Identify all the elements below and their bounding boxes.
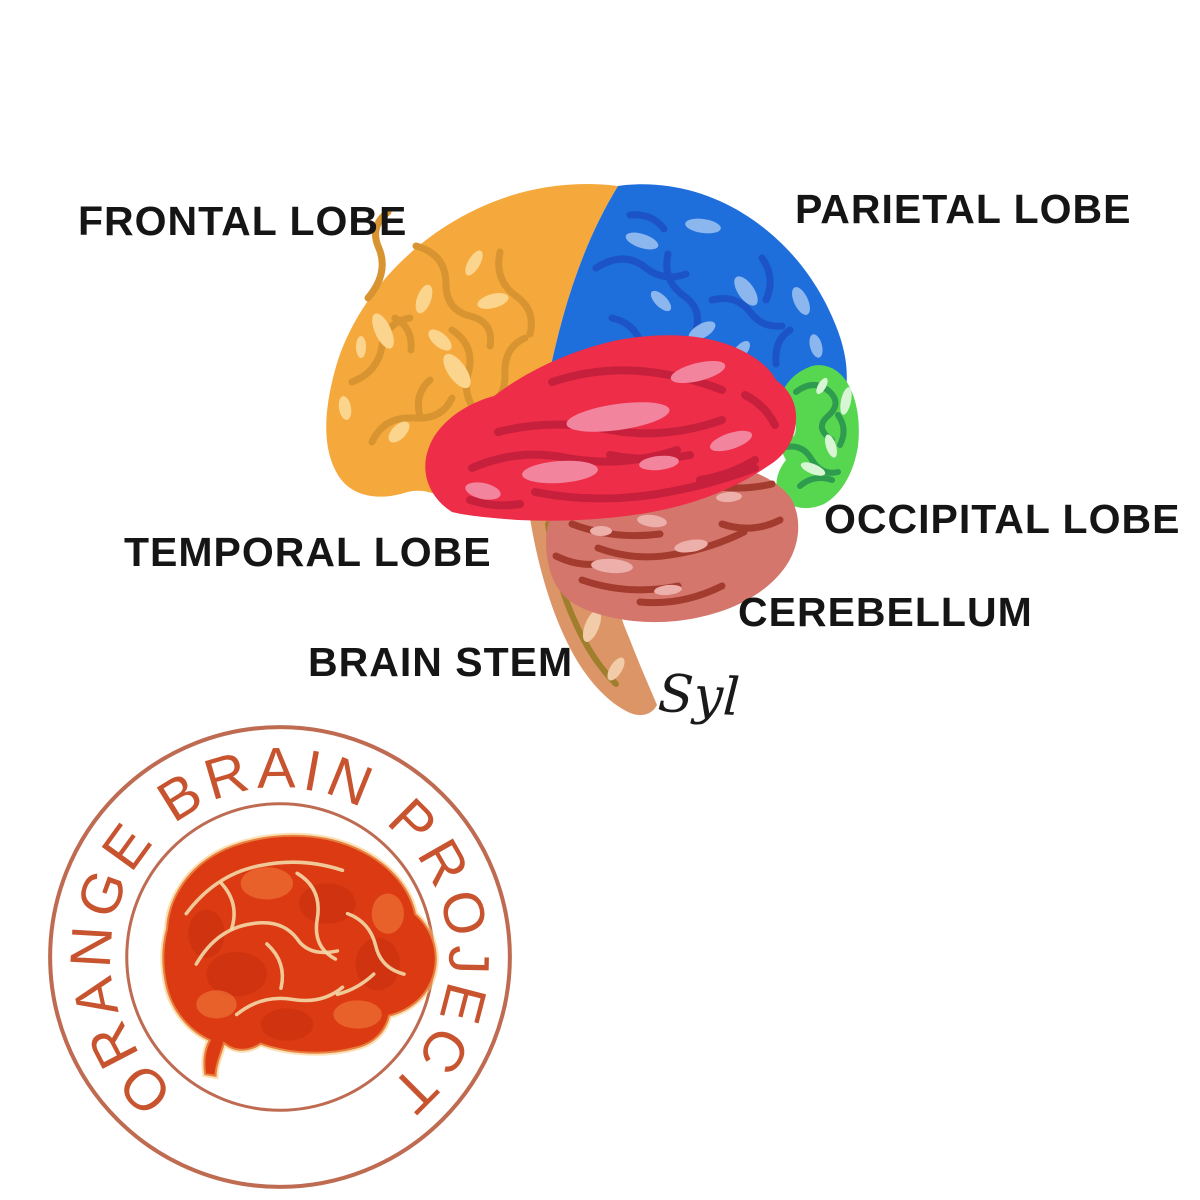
- logo-brain-icon: [160, 832, 439, 1080]
- artist-signature: Syl: [656, 663, 742, 729]
- label-occipital-lobe: OCCIPITAL LOBE: [824, 496, 1181, 542]
- temporal-lobe-shape: [425, 335, 797, 521]
- label-frontal-lobe: FRONTAL LOBE: [78, 198, 408, 244]
- logo-outer-circle: [48, 725, 512, 1189]
- label-brain-stem: BRAIN STEM: [308, 639, 574, 685]
- label-parietal-lobe: PARIETAL LOBE: [795, 186, 1132, 232]
- label-cerebellum: CEREBELLUM: [738, 589, 1033, 635]
- label-temporal-lobe: TEMPORAL LOBE: [124, 529, 492, 575]
- orange-brain-project-logo: ORANGE BRAIN PROJECT: [48, 725, 512, 1189]
